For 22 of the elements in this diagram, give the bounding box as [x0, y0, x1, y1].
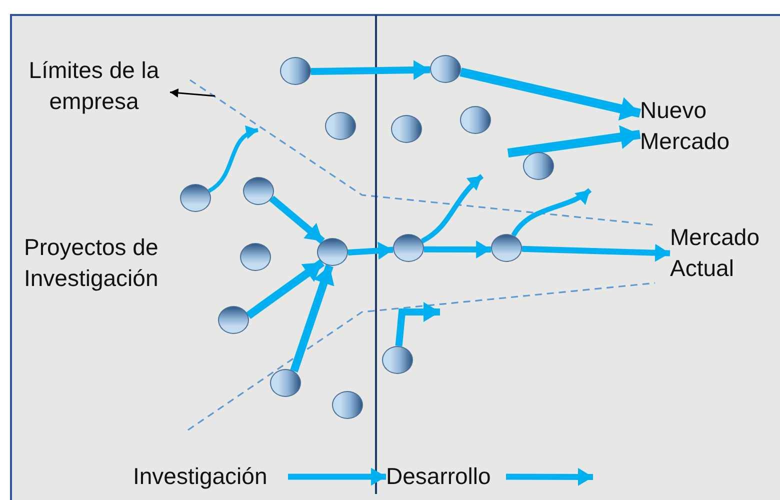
- arrow: [460, 68, 642, 121]
- boundary-label: Límites de la empresa: [18, 55, 170, 117]
- curved-arrow: [511, 188, 592, 237]
- leader-arrow: [170, 88, 216, 98]
- market-label: Nuevo Mercado: [640, 95, 760, 157]
- arrow: [506, 468, 594, 486]
- arrow: [507, 125, 641, 158]
- arrow: [269, 196, 325, 244]
- phase-label: Desarrollo: [386, 461, 506, 492]
- curved-arrow: [208, 126, 259, 193]
- market-label: Mercado Actual: [670, 222, 778, 284]
- arrow: [424, 240, 492, 258]
- arrow: [522, 244, 670, 262]
- arrow: [246, 259, 325, 319]
- curved-arrow: [420, 174, 484, 244]
- arrow: [290, 264, 334, 372]
- arrow: [288, 468, 386, 486]
- bent-arrow: [395, 302, 440, 346]
- arrow: [348, 242, 394, 260]
- arrow: [310, 60, 430, 80]
- phase-label: Investigación: [133, 461, 288, 492]
- project-label: Proyectos de Investigación: [24, 232, 189, 294]
